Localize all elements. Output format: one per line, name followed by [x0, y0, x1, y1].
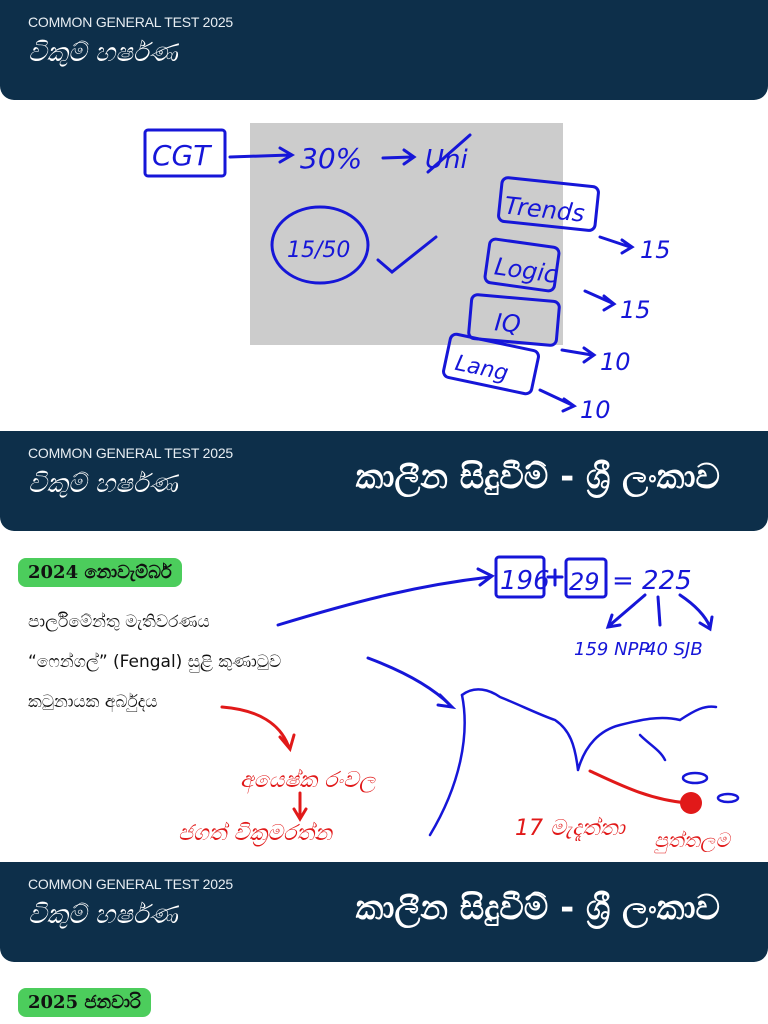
header-course-label: COMMON GENERAL TEST 2025	[28, 14, 234, 30]
seat-sjb: 40 SJB	[645, 639, 703, 660]
location-marker	[680, 792, 702, 814]
uni-label: Uni	[425, 145, 469, 175]
note-name2: ජගත් වික්‍රමරත්න	[178, 821, 333, 847]
event-item-election: පාර්ලිමේන්තු මැතිවරණය	[28, 612, 210, 632]
seat-npp: 159 NPP	[574, 639, 649, 660]
seat-total: = 225	[612, 566, 692, 596]
arrow-cgt-percent	[228, 146, 295, 164]
score-circle	[270, 205, 370, 285]
map-outline	[460, 688, 718, 772]
slide-header-3: COMMON GENERAL TEST 2025 විකුම් හර්ෂණ කා…	[0, 862, 768, 962]
header-title: කාලීන සිදුවීම් - ශ්‍රී ලංකාව	[355, 457, 720, 497]
section-marks-lang: 10	[580, 396, 611, 424]
cgt-label: CGT	[152, 139, 212, 172]
event-item-katunayake: කටුනායක අර්බුදය	[28, 692, 158, 712]
arrow-election-seats	[276, 567, 495, 627]
section-marks-iq: 10	[600, 348, 631, 376]
section-marks-trends: 15	[640, 236, 671, 264]
tick-mark	[376, 235, 438, 274]
slide-header-2: COMMON GENERAL TEST 2025 විකුම් හර්ෂණ කා…	[0, 431, 768, 531]
uni-strike	[426, 133, 472, 174]
arrow-katunayake-names	[220, 705, 296, 753]
seat-box-a	[494, 555, 546, 599]
grey-placeholder-box	[250, 123, 563, 345]
seat-value-a: 196	[500, 566, 550, 596]
percent-label: 30%	[300, 142, 362, 175]
arrow-puttalam	[588, 769, 690, 805]
arrow-percent-uni	[381, 148, 417, 166]
header-course-label: COMMON GENERAL TEST 2025	[28, 445, 234, 461]
header-title: කාලීන සිදුවීම් - ශ්‍රී ලංකාව	[355, 888, 720, 928]
section-label-iq: IQ	[494, 308, 522, 338]
handwritten-sketch-cgt: CGT 30% Uni 15/50 Trends 15 Logic 15 IQ …	[143, 123, 671, 424]
header-course-label: COMMON GENERAL TEST 2025	[28, 876, 234, 892]
cgt-box	[143, 128, 227, 178]
handwritten-sketch-events: 196 29 = 225 159 NPP 40 SJB අයෙෂ්ක රංවල …	[178, 555, 740, 854]
note-date: 17 මැදෑත්තා	[515, 816, 626, 842]
seat-box-b	[564, 557, 608, 599]
slide-header-1: COMMON GENERAL TEST 2025 විකුම් හර්ෂණ	[0, 0, 768, 100]
seat-value-b: 29	[569, 568, 600, 596]
arrow-cyclone-map	[366, 656, 457, 710]
header-author: විකුම් හර්ෂණ	[28, 469, 178, 499]
score-label: 15/50	[287, 238, 350, 263]
note-place: පුත්තලම	[654, 828, 733, 854]
header-author: විකුම් හර්ෂණ	[28, 38, 178, 68]
month-badge-2025-january: 2025 ජනවාරි	[18, 988, 151, 1017]
month-badge-2024-november: 2024 නොවැම්බර්	[18, 558, 182, 587]
note-name1: අයෙෂ්ක රංවල	[240, 768, 377, 794]
header-author: විකුම් හර්ෂණ	[28, 900, 178, 930]
section-marks-logic: 15	[620, 296, 651, 324]
event-item-cyclone: “ෆෙන්ගල්” (Fengal) සුළි කුණාටුව	[28, 652, 282, 672]
